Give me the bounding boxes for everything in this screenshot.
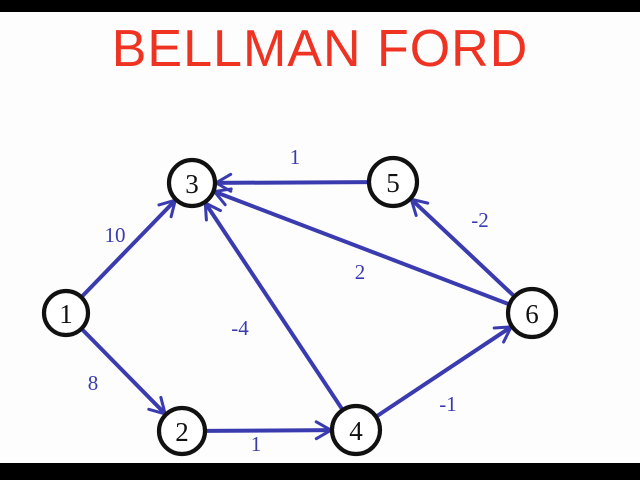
letterbox-bottom-bar	[0, 463, 640, 480]
graph-node-1[interactable]: 1	[41, 288, 91, 338]
edge-weight-label: 1	[290, 145, 301, 169]
edge-weight-label: -4	[231, 316, 249, 340]
page-title: BELLMAN FORD	[111, 20, 529, 78]
edge-weight-label: 8	[88, 371, 99, 395]
graph-edge	[203, 200, 345, 412]
graph-edge	[374, 324, 514, 419]
graph-node-5[interactable]: 5	[366, 155, 420, 209]
graph-edges-layer	[80, 172, 516, 441]
node-label: 4	[349, 416, 363, 446]
graph-node-2[interactable]: 2	[156, 405, 208, 457]
graph-node-3[interactable]: 3	[166, 157, 218, 209]
graph-diagram: 10 8 1 -4 -1 2 -2 1 1 2 3 4 5 6	[41, 145, 559, 457]
edge-weight-label: 2	[355, 260, 366, 284]
letterbox-top-bar	[0, 0, 640, 12]
node-label: 5	[386, 168, 400, 198]
edge-weight-label: 10	[105, 223, 126, 247]
graph-edge	[80, 327, 168, 416]
node-circle	[166, 157, 218, 209]
node-label: 3	[185, 169, 199, 199]
edge-weight-label: -2	[471, 208, 489, 232]
graph-nodes-layer: 1 2 3 4 5 6	[41, 155, 559, 457]
edge-weight-label: -1	[439, 392, 457, 416]
graph-edge-weights-layer: 10 8 1 -4 -1 2 -2 1	[88, 145, 489, 456]
graph-edge	[203, 420, 334, 441]
node-circle	[156, 405, 208, 457]
node-circle	[41, 288, 91, 338]
node-label: 1	[59, 299, 73, 329]
node-circle	[329, 403, 383, 457]
edge-weight-label: 1	[251, 432, 262, 456]
node-circle	[366, 155, 420, 209]
graph-node-6[interactable]: 6	[505, 286, 559, 340]
graph-edge	[80, 198, 178, 299]
graph-edge	[409, 197, 516, 298]
node-circle	[505, 286, 559, 340]
graph-edge	[213, 172, 371, 193]
whiteboard-canvas: BELLMAN FORD 10 8 1 -4 -1 2 -2 1 1 2 3 4 5 6	[0, 12, 640, 463]
node-label: 2	[175, 417, 189, 447]
node-label: 6	[525, 299, 539, 329]
graph-node-4[interactable]: 4	[329, 403, 383, 457]
